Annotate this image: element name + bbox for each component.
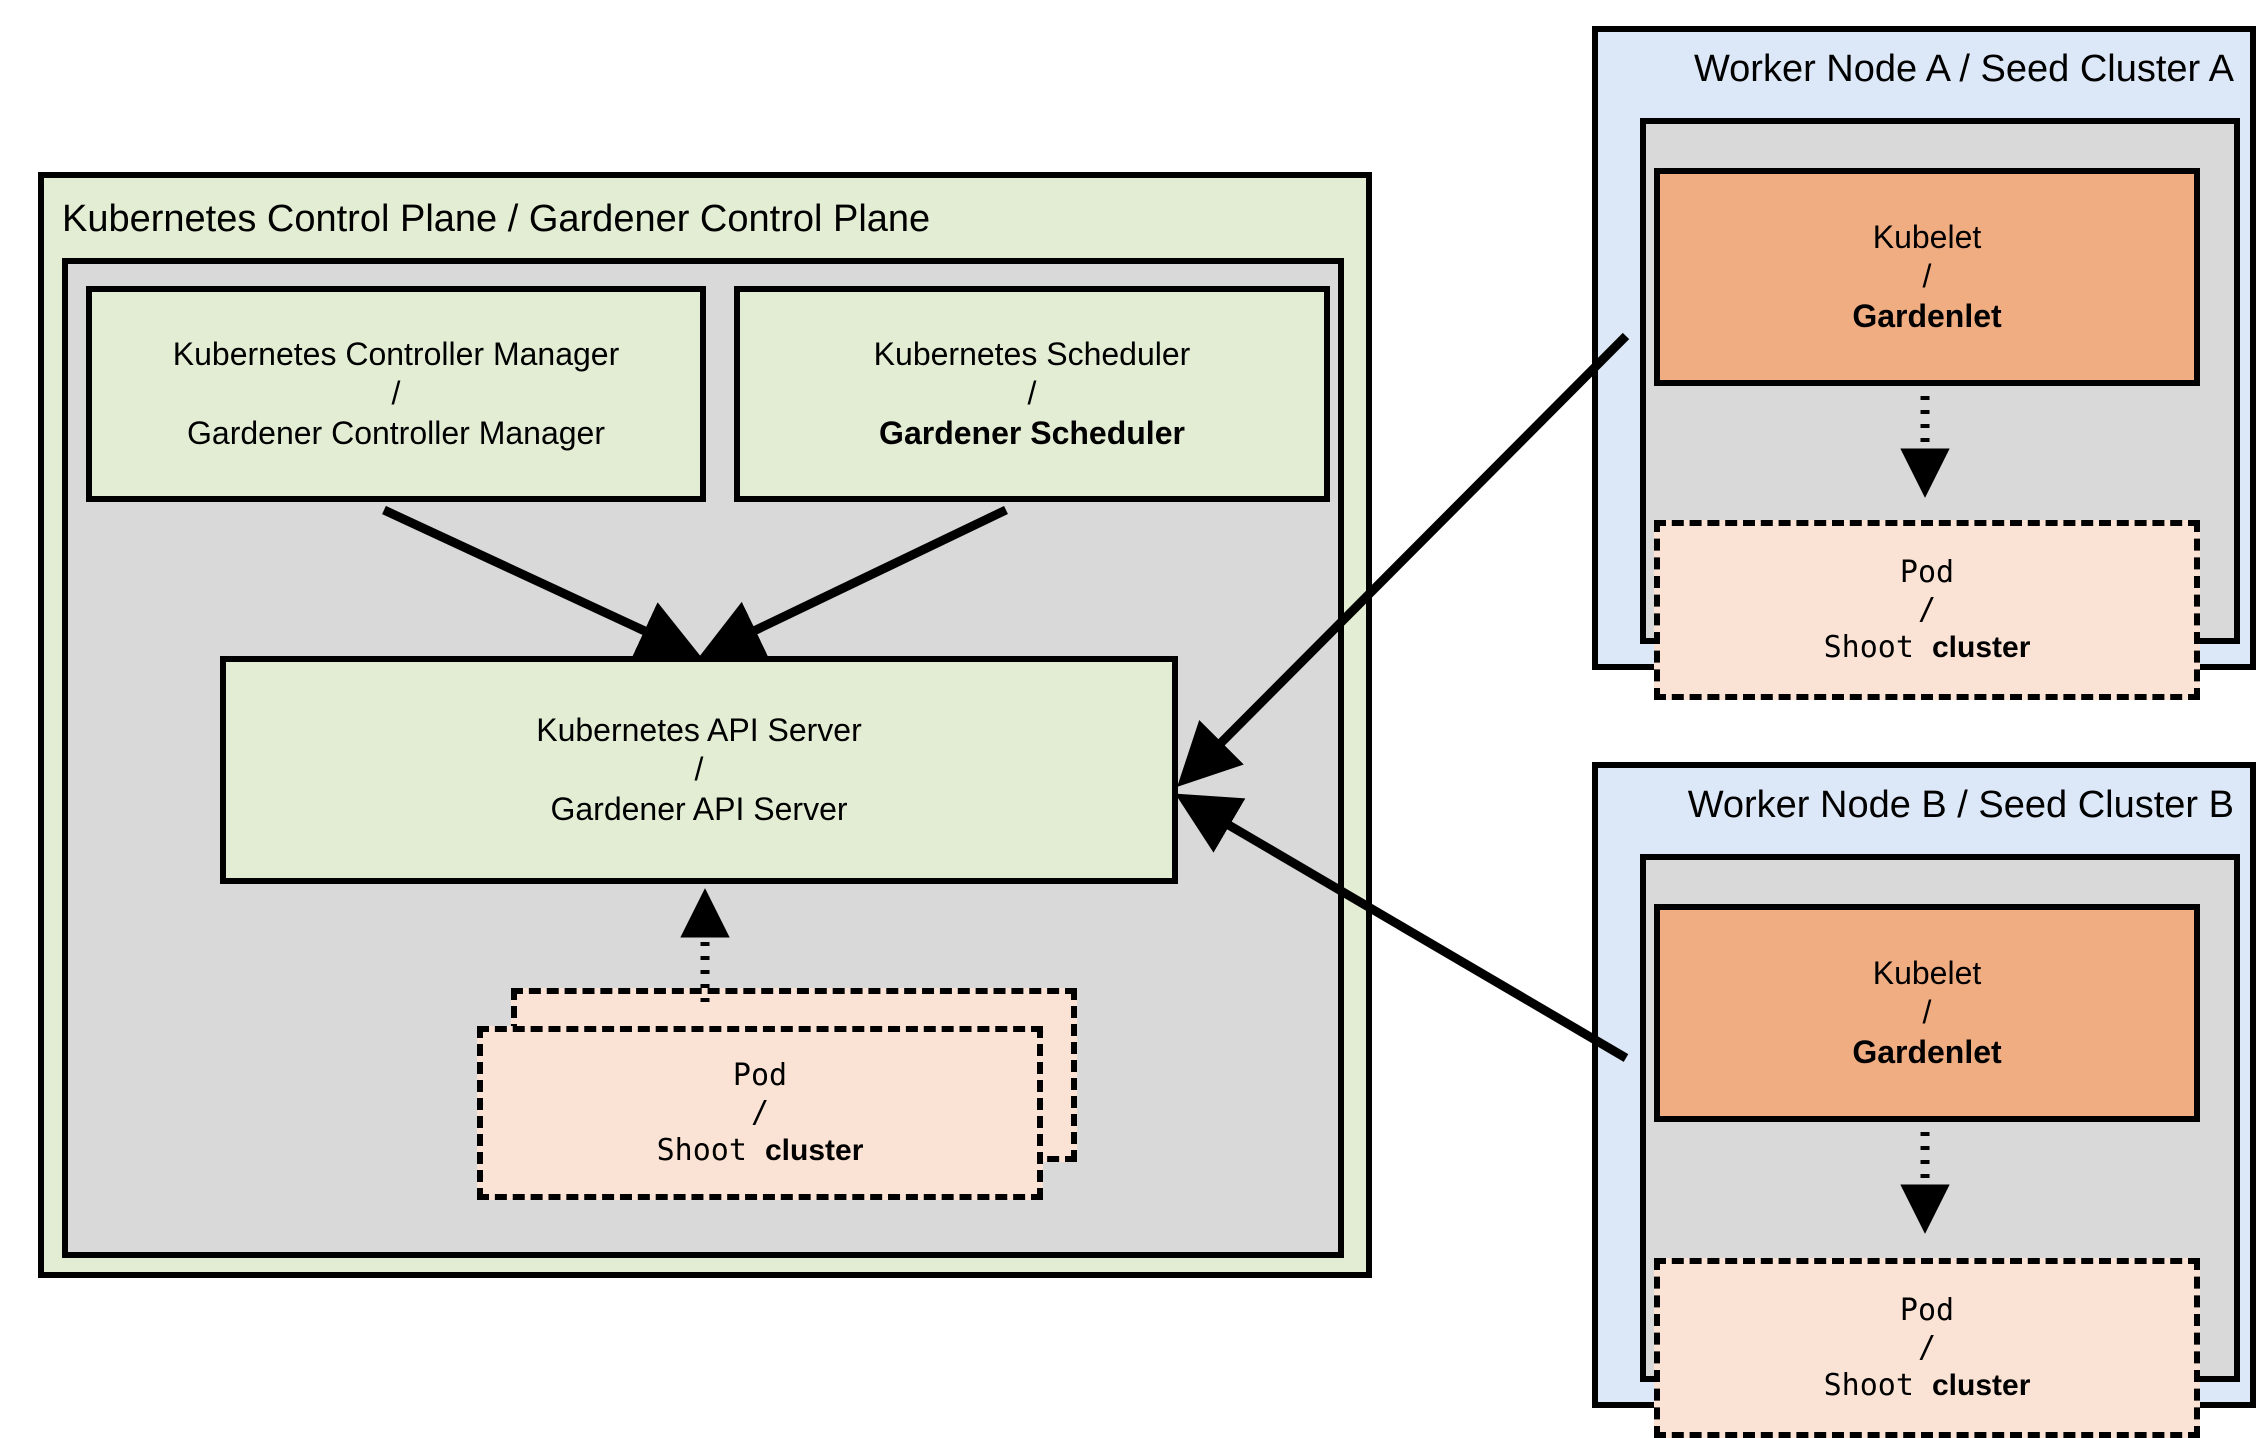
kubernetes-scheduler-box[interactable]: Kubernetes Scheduler / Gardener Schedule… xyxy=(734,286,1330,502)
seed-cluster-a-panel: Worker Node A / Seed Cluster A Kubelet /… xyxy=(1592,26,2256,700)
api-server-separator: / xyxy=(694,751,704,788)
control-plane-panel: Kubernetes Control Plane / Gardener Cont… xyxy=(38,172,1372,1278)
seed-cluster-a-grey-region: Kubelet / Gardenlet Pod / Shoot cluster xyxy=(1640,118,2240,700)
kubernetes-controller-manager-box[interactable]: Kubernetes Controller Manager / Gardener… xyxy=(86,286,706,502)
scheduler-separator: / xyxy=(1027,375,1037,412)
seed-a-gardenlet-line: Gardenlet xyxy=(1852,297,2002,334)
seed-b-pod-shoot-text: Shoot xyxy=(1823,1367,1932,1403)
gardener-scheduler-line: Gardener Scheduler xyxy=(879,414,1185,451)
kubernetes-api-server-box[interactable]: Kubernetes API Server / Gardener API Ser… xyxy=(220,656,1178,884)
gardener-controller-manager-line: Gardener Controller Manager xyxy=(187,414,605,451)
seed-a-pod-box[interactable]: Pod / Shoot cluster xyxy=(1654,520,2200,700)
seed-b-kubelet-box[interactable]: Kubelet / Gardenlet xyxy=(1654,904,2200,1122)
seed-a-pod-separator: / xyxy=(1917,592,1937,628)
seed-b-gardenlet-line: Gardenlet xyxy=(1852,1033,2002,1070)
seed-cluster-a-title: Worker Node A / Seed Cluster A xyxy=(1693,48,2234,90)
control-plane-grey-region: Kubernetes Controller Manager / Gardener… xyxy=(62,258,1344,1258)
control-plane-pod-line-2: Shoot cluster xyxy=(657,1132,864,1170)
controller-manager-line-1: Kubernetes Controller Manager xyxy=(172,336,620,373)
control-plane-pod-shoot-text: Shoot xyxy=(656,1132,765,1168)
seed-a-pod-shoot-text: Shoot xyxy=(1823,629,1932,665)
control-plane-pod-cluster-text: cluster xyxy=(764,1133,864,1167)
control-plane-title: Kubernetes Control Plane / Gardener Cont… xyxy=(62,198,931,240)
seed-b-kubelet-line-1: Kubelet xyxy=(1872,955,1982,992)
seed-b-pod-line-2: Shoot cluster xyxy=(1824,1367,2031,1405)
seed-a-pod-line-1: Pod xyxy=(1899,554,1955,590)
seed-a-pod-cluster-text: cluster xyxy=(1931,630,2031,664)
api-server-line-1: Kubernetes API Server xyxy=(536,712,862,749)
seed-b-pod-line-1: Pod xyxy=(1899,1292,1955,1328)
seed-a-kubelet-separator: / xyxy=(1922,258,1932,295)
seed-b-kubelet-separator: / xyxy=(1922,994,1932,1031)
scheduler-line-1: Kubernetes Scheduler xyxy=(873,336,1191,373)
seed-b-pod-box[interactable]: Pod / Shoot cluster xyxy=(1654,1258,2200,1438)
seed-cluster-b-grey-region: Kubelet / Gardenlet Pod / Shoot cluster xyxy=(1640,854,2240,1438)
control-plane-pod-line-1: Pod xyxy=(732,1057,788,1093)
seed-a-kubelet-line-1: Kubelet xyxy=(1872,219,1982,256)
controller-manager-separator: / xyxy=(391,375,401,412)
seed-a-pod-line-2: Shoot cluster xyxy=(1824,629,2031,667)
seed-cluster-b-title: Worker Node B / Seed Cluster B xyxy=(1687,784,2234,826)
control-plane-pod-separator: / xyxy=(750,1095,770,1131)
gardener-api-server-line: Gardener API Server xyxy=(550,790,848,827)
control-plane-pod-box[interactable]: Pod / Shoot cluster xyxy=(477,1026,1043,1200)
seed-cluster-b-panel: Worker Node B / Seed Cluster B Kubelet /… xyxy=(1592,762,2256,1438)
seed-b-pod-separator: / xyxy=(1917,1330,1937,1366)
seed-b-pod-cluster-text: cluster xyxy=(1931,1368,2031,1402)
seed-a-kubelet-box[interactable]: Kubelet / Gardenlet xyxy=(1654,168,2200,386)
